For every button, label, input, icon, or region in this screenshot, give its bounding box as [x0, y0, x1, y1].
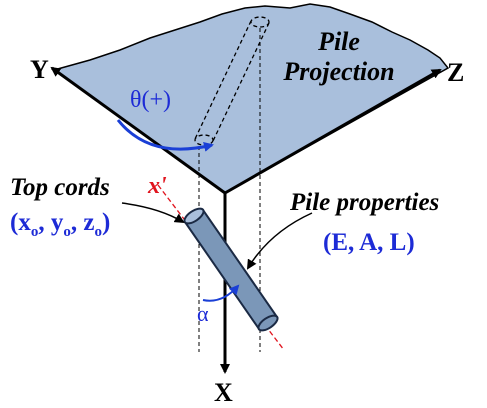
top-cords-label: Top cords [10, 174, 110, 201]
pile-projection-label-2: Projection [282, 57, 394, 86]
z-axis-line [224, 68, 442, 195]
y-axis-line [50, 66, 226, 195]
theta-arc [116, 119, 214, 152]
alpha-arc [202, 284, 240, 302]
top-cords-value: (xo, yo, zo) [10, 209, 110, 240]
pile-properties-leader [246, 212, 313, 270]
alpha-label: α [197, 301, 209, 326]
pile [183, 207, 279, 332]
y-axis-label: Y [30, 55, 49, 84]
pile-properties-value: (E, A, L) [323, 229, 415, 256]
x-prime-label: x' [147, 173, 167, 199]
pile-properties-label: Pile properties [289, 189, 439, 216]
x-axis-label: X [214, 378, 233, 407]
pile-projection-label-1: Pile [317, 27, 360, 56]
ground-surface [52, 3, 450, 194]
x-prime-axis [157, 184, 285, 351]
top-cords-leader [121, 202, 185, 224]
z-axis-label: Z [447, 58, 464, 87]
theta-label: θ(+) [130, 87, 171, 113]
